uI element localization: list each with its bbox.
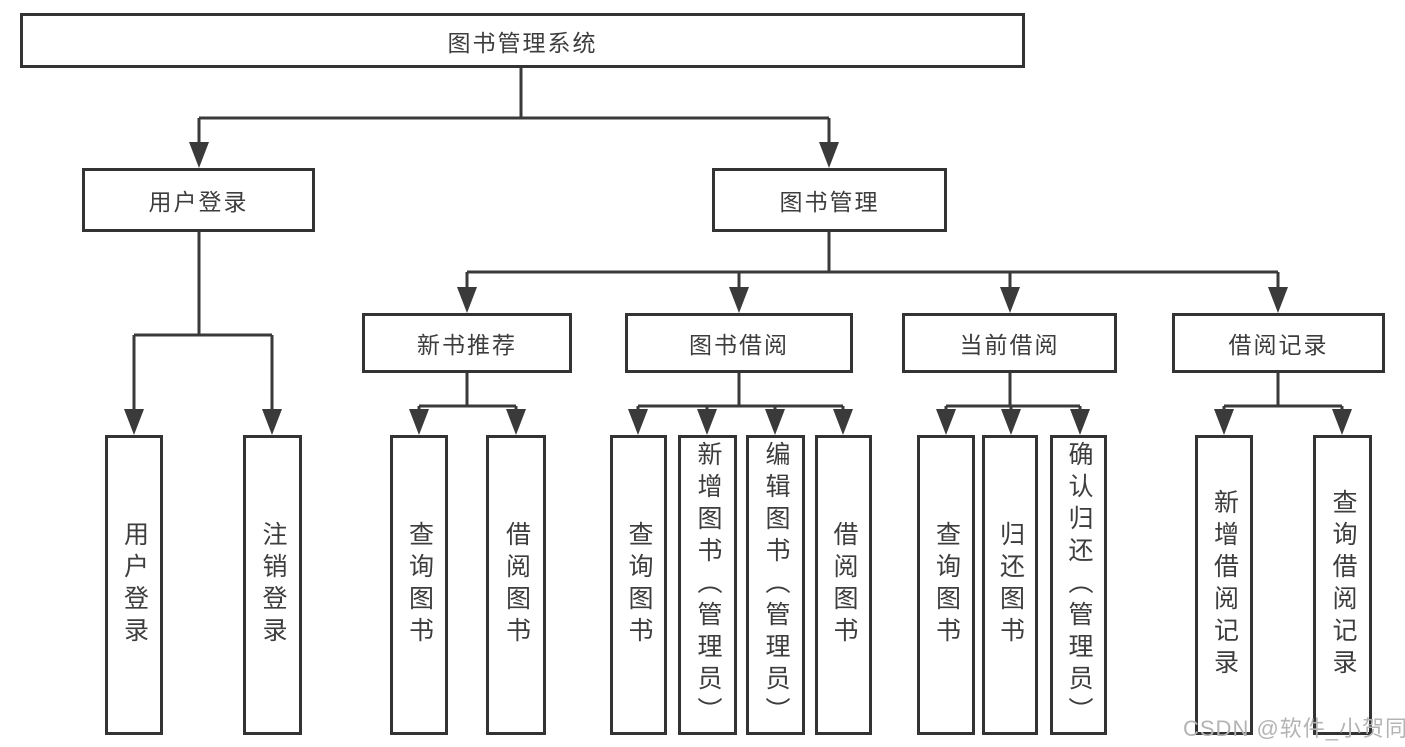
arrowhead [1332, 409, 1352, 435]
leaf-user-login: 用户登录 [105, 435, 163, 735]
node-label: 当前借阅 [959, 332, 1060, 358]
leaf-query-books-borrow: 查询图书 [610, 435, 667, 735]
node-label: 查询图书 [405, 521, 434, 649]
leaf-edit-books-admin: 编辑图书（管理员） [746, 435, 805, 735]
arrowhead [628, 409, 648, 435]
connector-line [197, 68, 831, 146]
node-label: 图书管理系统 [447, 29, 598, 56]
leaf-add-books-admin: 新增图书（管理员） [678, 435, 737, 735]
connector-user-login-children [124, 232, 282, 435]
arrowhead [697, 409, 717, 435]
node-label: 新书推荐 [417, 332, 517, 358]
leaf-borrow-books: 借阅图书 [815, 435, 872, 735]
leaf-logout: 注销登录 [243, 435, 302, 735]
node-root: 图书管理系统 [20, 13, 1025, 68]
arrowhead [765, 409, 785, 435]
node-label: 借阅图书 [502, 521, 531, 649]
node-user-login: 用户登录 [82, 168, 315, 232]
node-label: 注销登录 [259, 521, 287, 649]
node-label: 归还图书 [996, 521, 1025, 649]
leaf-confirm-return-admin: 确认归还（管理员） [1050, 435, 1107, 735]
connector-line [1222, 373, 1344, 414]
node-label: 编辑图书（管理员） [762, 441, 790, 729]
node-label: 图书借阅 [689, 332, 789, 358]
connector-line [465, 232, 1280, 291]
arrowhead [457, 287, 477, 313]
arrowhead [1268, 287, 1288, 313]
leaf-query-books-current: 查询图书 [917, 435, 975, 735]
leaf-borrow-books-recommend: 借阅图书 [486, 435, 546, 735]
node-label: 查询借阅记录 [1329, 489, 1357, 681]
node-label: 借阅图书 [830, 521, 858, 649]
node-label: 查询图书 [625, 521, 653, 649]
node-current-borrowing: 当前借阅 [902, 313, 1117, 373]
arrowhead [819, 142, 839, 168]
node-label: 查询图书 [932, 521, 961, 649]
node-label: 新增借阅记录 [1210, 489, 1239, 681]
connector-book-management-children [457, 232, 1288, 313]
arrowhead [1070, 409, 1090, 435]
connector-root-to-level2 [189, 68, 839, 168]
node-label: 确认归还（管理员） [1065, 441, 1093, 729]
leaf-query-books-recommend: 查询图书 [390, 435, 448, 735]
arrowhead [189, 142, 209, 168]
arrowhead [833, 409, 853, 435]
connector-line [417, 373, 518, 414]
node-label: 新增图书（管理员） [694, 441, 722, 729]
arrowhead [729, 287, 749, 313]
node-label: 用户登录 [120, 521, 149, 649]
connector-book-borrowing-children [628, 373, 853, 435]
csdn-watermark: CSDN @软件_小贺同学 [1183, 716, 1405, 741]
node-borrowing-records: 借阅记录 [1172, 313, 1385, 373]
leaf-add-borrow-record: 新增借阅记录 [1195, 435, 1253, 735]
leaf-return-books: 归还图书 [982, 435, 1038, 735]
arrowhead [1001, 409, 1021, 435]
leaf-query-borrow-record: 查询借阅记录 [1313, 435, 1372, 735]
connector-current-borrowing-children [936, 373, 1090, 435]
arrowhead [409, 409, 429, 435]
node-new-book-recommendation: 新书推荐 [362, 313, 572, 373]
connector-line [944, 373, 1082, 414]
arrowhead [124, 409, 144, 435]
arrowhead [1214, 409, 1234, 435]
node-book-borrowing: 图书借阅 [625, 313, 853, 373]
node-label: 用户登录 [148, 189, 249, 215]
node-label: 借阅记录 [1228, 332, 1329, 358]
connector-line [132, 232, 274, 413]
arrowhead [1000, 287, 1020, 313]
node-book-management: 图书管理 [712, 168, 947, 232]
arrowhead [262, 409, 282, 435]
arrowhead [506, 409, 526, 435]
connector-borrowing-records-children [1214, 373, 1352, 435]
arrowhead [936, 409, 956, 435]
node-label: 图书管理 [779, 189, 880, 215]
connector-line [636, 373, 845, 414]
connector-new-book-children [409, 373, 526, 435]
